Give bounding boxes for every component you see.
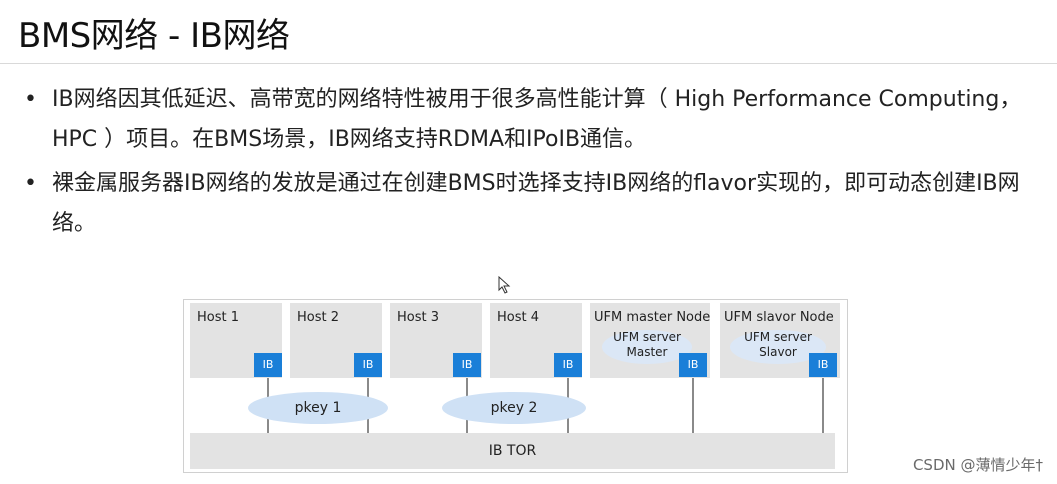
pkey-1-zone: pkey 1 (248, 392, 388, 424)
host-box-2: Host 2 (290, 303, 382, 378)
ib-tor-switch: IB TOR (190, 433, 835, 469)
ufm-master-role-text: Master (626, 345, 668, 359)
ib-link-master (692, 378, 694, 433)
ib-port-host-2: IB (354, 353, 382, 377)
page-title: BMS网络 - IB网络 (18, 16, 290, 56)
bullet-text-1: IB网络因其低延迟、高带宽的网络特性被用于很多高性能计算（ High Perfo… (52, 87, 1022, 152)
ufm-slave-role-text: Slavor (759, 345, 797, 359)
ib-port-host-3: IB (453, 353, 481, 377)
ib-port-host-4: IB (554, 353, 582, 377)
mouse-cursor-icon (498, 276, 511, 294)
host-label: Host 3 (397, 310, 440, 325)
bullet-item-2: • 裸金属服务器IB网络的发放是通过在创建BMS时选择支持IB网络的flavor… (22, 164, 1022, 244)
ib-link-slave (822, 378, 824, 433)
ib-port-slave: IB (809, 353, 837, 377)
bullet-text-2: 裸金属服务器IB网络的发放是通过在创建BMS时选择支持IB网络的flavor实现… (52, 171, 1020, 236)
bullet-dot: • (24, 87, 37, 112)
bullet-item-1: • IB网络因其低延迟、高带宽的网络特性被用于很多高性能计算（ High Per… (22, 80, 1022, 160)
ufm-master-server-text: UFM server (613, 330, 681, 344)
bullet-dot: • (24, 171, 37, 196)
ib-network-diagram: Host 1 Host 2 Host 3 Host 4 UFM master N… (183, 299, 848, 473)
watermark: CSDN @薄情少年† (912, 456, 1043, 474)
host-label: Host 1 (197, 310, 240, 325)
host-label: Host 4 (497, 310, 540, 325)
host-box-1: Host 1 (190, 303, 282, 378)
ib-port-master: IB (679, 353, 707, 377)
host-label: Host 2 (297, 310, 340, 325)
title-divider (0, 63, 1057, 64)
ufm-slave-server-text: UFM server (744, 330, 812, 344)
ufm-slave-label: UFM slavor Node (724, 310, 834, 325)
bullet-list: • IB网络因其低延迟、高带宽的网络特性被用于很多高性能计算（ High Per… (22, 80, 1022, 248)
ib-port-host-1: IB (254, 353, 282, 377)
ufm-master-label: UFM master Node (594, 310, 711, 325)
ufm-master-server-cloud: UFM server Master (602, 330, 692, 364)
pkey-2-zone: pkey 2 (442, 392, 586, 424)
